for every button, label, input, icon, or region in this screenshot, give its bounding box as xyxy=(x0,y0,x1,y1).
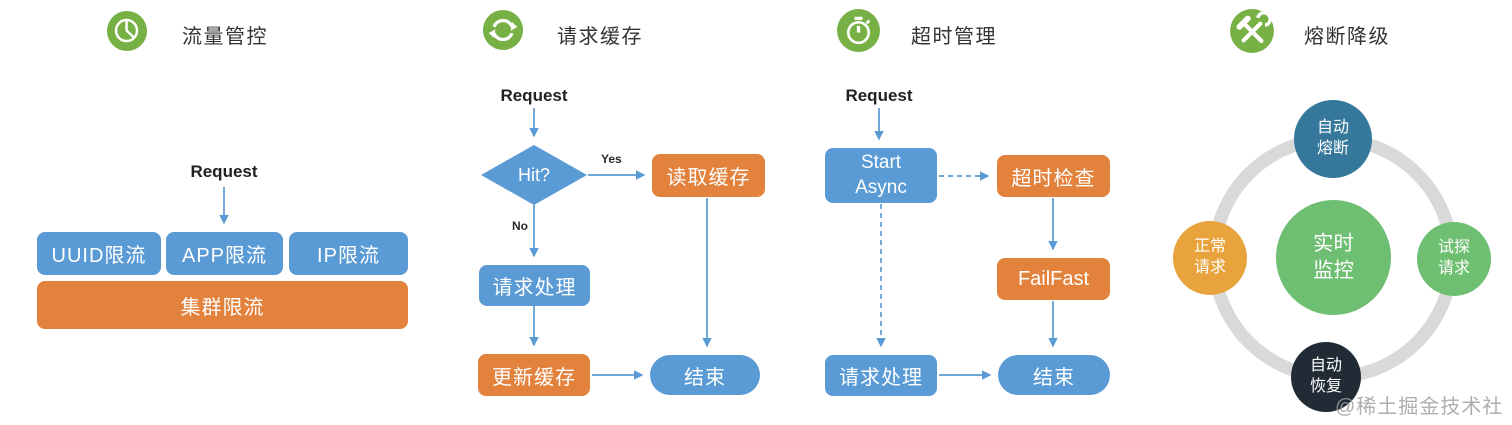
node-failfast: FailFast xyxy=(997,258,1110,300)
auto-recover-line1: 自动 xyxy=(1309,357,1342,375)
node-read-cache: 读取缓存 xyxy=(652,154,765,197)
auto-recover-line2: 恢复 xyxy=(1309,378,1342,395)
probe-request-line2: 请求 xyxy=(1437,260,1470,277)
node-timeout-check: 超时检查 xyxy=(997,155,1110,197)
realtime-monitor-line1: 实时 xyxy=(1313,231,1354,255)
request-label-cache: Request xyxy=(500,86,568,105)
circle-auto-recover: 自动 恢复 xyxy=(1291,342,1361,412)
node-update-cache: 更新缓存 xyxy=(478,354,590,396)
normal-request-line1: 正常 xyxy=(1193,238,1226,256)
start-async-line2: Async xyxy=(855,176,907,198)
pie-chart-icon xyxy=(106,10,148,57)
section-title-timeout: 超时管理 xyxy=(911,26,997,48)
sync-icon xyxy=(482,9,524,56)
section-title-cache: 请求缓存 xyxy=(557,26,643,48)
circle-normal-request: 正常 请求 xyxy=(1173,221,1247,295)
node-timeout-process: 请求处理 xyxy=(825,355,937,396)
no-label: No xyxy=(512,219,528,233)
circle-realtime-monitor: 实时 监控 xyxy=(1276,200,1391,315)
auto-break-line1: 自动 xyxy=(1316,119,1349,137)
node-ip-limit: IP限流 xyxy=(289,232,408,275)
request-label-traffic: Request xyxy=(190,162,258,181)
stopwatch-icon xyxy=(836,8,881,58)
start-async-line1: Start xyxy=(860,151,902,173)
node-cache-end: 结束 xyxy=(650,355,760,395)
node-start-async: Start Async xyxy=(825,148,937,203)
circle-probe-request: 试探 请求 xyxy=(1417,222,1491,296)
node-app-limit: APP限流 xyxy=(166,232,283,275)
probe-request-line1: 试探 xyxy=(1437,239,1470,257)
auto-break-line2: 熔断 xyxy=(1316,140,1349,157)
section-title-circuit: 熔断降级 xyxy=(1304,26,1390,48)
node-timeout-end: 结束 xyxy=(998,355,1110,395)
tools-icon xyxy=(1229,8,1275,59)
normal-request-line2: 请求 xyxy=(1193,259,1226,276)
circle-auto-break: 自动 熔断 xyxy=(1294,100,1372,178)
section-title-traffic: 流量管控 xyxy=(182,26,268,48)
request-label-timeout: Request xyxy=(845,86,913,105)
node-cache-process: 请求处理 xyxy=(479,265,590,306)
realtime-monitor-line2: 监控 xyxy=(1313,258,1354,282)
watermark: @稀土掘金技术社区 xyxy=(1335,396,1504,418)
yes-label: Yes xyxy=(601,152,622,166)
node-uuid-limit: UUID限流 xyxy=(37,232,161,275)
node-cluster-limit: 集群限流 xyxy=(37,281,408,329)
